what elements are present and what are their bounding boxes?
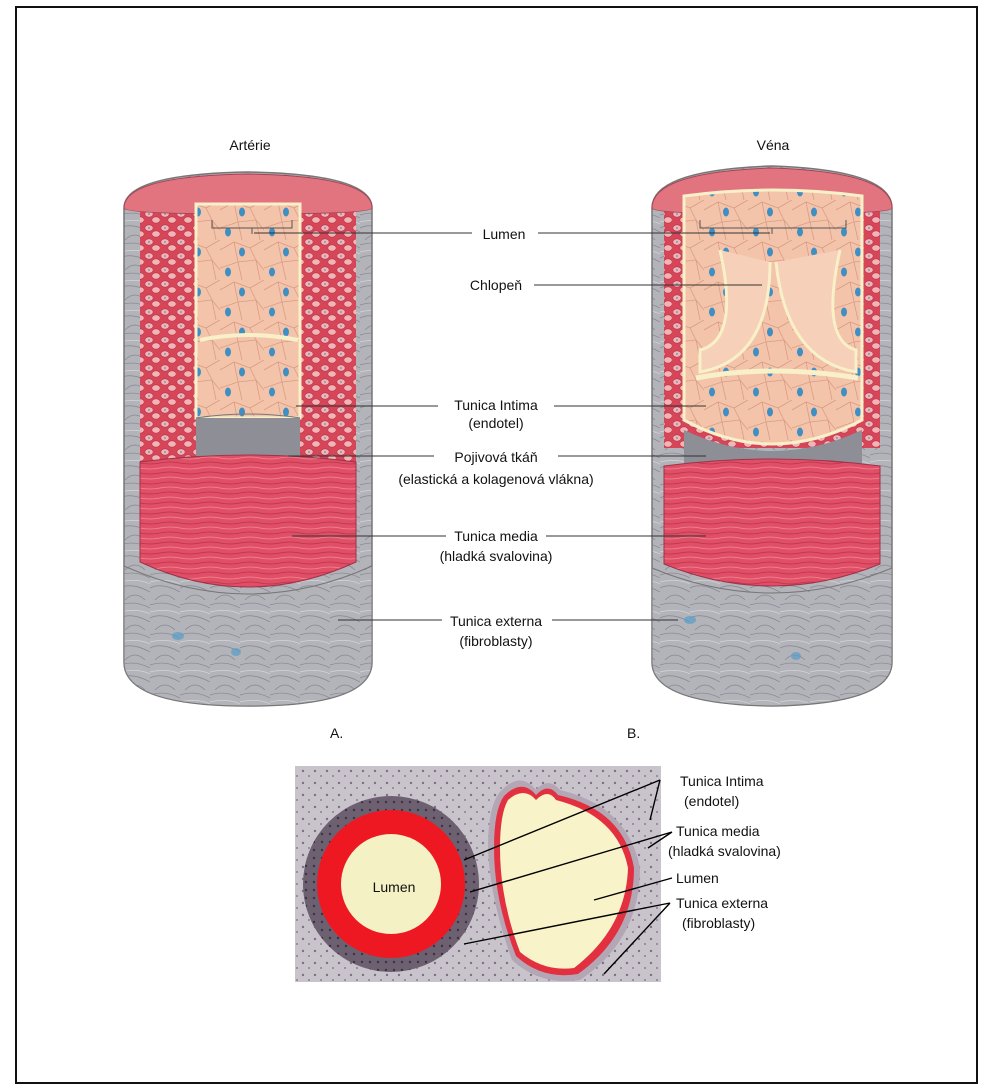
label-media-1: Tunica media <box>454 528 538 544</box>
caption-b: B. <box>627 725 640 741</box>
histology-micrograph <box>295 766 661 982</box>
micro-label-lumen-inside: Lumen <box>373 879 416 895</box>
label-valve: Chlopeň <box>470 277 522 293</box>
vein-title: Véna <box>757 137 790 153</box>
label-intima-2: (endotel) <box>468 415 523 431</box>
label-media-2: (hladká svalovina) <box>440 548 553 564</box>
micro-label-externa-1: Tunica externa <box>676 895 768 911</box>
micro-label-media-1: Tunica media <box>676 823 760 839</box>
micro-label-intima-1: Tunica Intima <box>680 773 764 789</box>
label-externa-2: (fibroblasty) <box>459 633 532 649</box>
label-intima-1: Tunica Intima <box>454 397 538 413</box>
label-lumen: Lumen <box>483 226 526 242</box>
vein-illustration <box>652 166 892 706</box>
micro-label-lumen: Lumen <box>676 870 719 886</box>
micro-label-externa-2: (fibroblasty) <box>682 915 755 931</box>
micro-label-intima-2: (endotel) <box>684 793 739 809</box>
label-externa-1: Tunica externa <box>450 613 542 629</box>
artery-title: Artérie <box>229 137 270 153</box>
label-connective-1: Pojivová tkáň <box>454 449 537 465</box>
micro-label-media-2: (hladká svalovina) <box>668 843 781 859</box>
caption-a: A. <box>330 725 343 741</box>
artery-illustration <box>124 172 372 706</box>
label-connective-2: (elastická a kolagenová vlákna) <box>398 471 593 487</box>
